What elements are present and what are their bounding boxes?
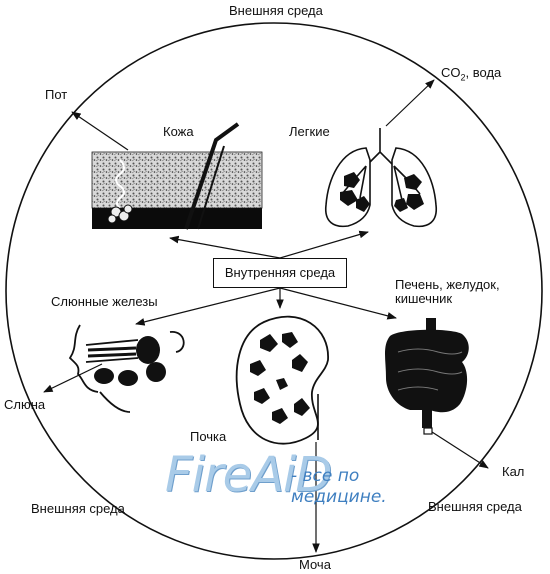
label-outer-top: Внешняя среда [229,3,323,18]
arrow-center-to-digestive [279,287,397,320]
internal-environment-box: Внутренняя среда [213,258,347,288]
arrows [43,79,489,553]
label-skin: Кожа [163,124,194,139]
label-digestive-line2: кишечник [395,291,453,306]
digestive-illustration [385,318,469,435]
arrow-center-to-skin [169,235,281,259]
arrow-salivary-to-saliva [43,363,103,393]
label-co2-water: CO2, вода [441,65,501,86]
arrow-lungs-to-co2 [385,79,435,127]
watermark-tagline-line2: медицине. [291,487,387,507]
label-salivary-glands: Слюнные железы [51,294,158,309]
label-lungs: Легкие [289,124,330,139]
label-urine: Моча [299,557,331,572]
label-kidney: Почка [190,429,227,444]
skin-illustration [91,122,263,230]
co2-suffix: , вода [465,65,502,80]
lungs-illustration [324,128,438,228]
label-outer-bottom-left: Внешняя среда [31,501,125,516]
arrow-center-to-lungs [279,230,369,259]
label-outer-bottom-right: Внешняя среда [428,499,522,514]
watermark-tagline-line1: - все по [291,466,360,486]
label-sweat: Пот [45,87,68,102]
arrow-skin-to-sweat [71,111,129,151]
co2-subscript: 2 [460,72,466,83]
label-feces: Кал [502,464,525,479]
watermark-logo: FireAiD [165,447,332,503]
co2-prefix: CO [441,65,461,80]
label-saliva: Слюна [4,397,46,412]
arrow-center-to-salivary [135,287,281,326]
boundary-circle [5,22,543,560]
arrow-digestive-to-feces [431,431,489,469]
kidney-illustration [235,315,329,445]
label-digestive-line1: Печень, желудок, [395,277,500,292]
salivary-illustration [68,324,185,413]
